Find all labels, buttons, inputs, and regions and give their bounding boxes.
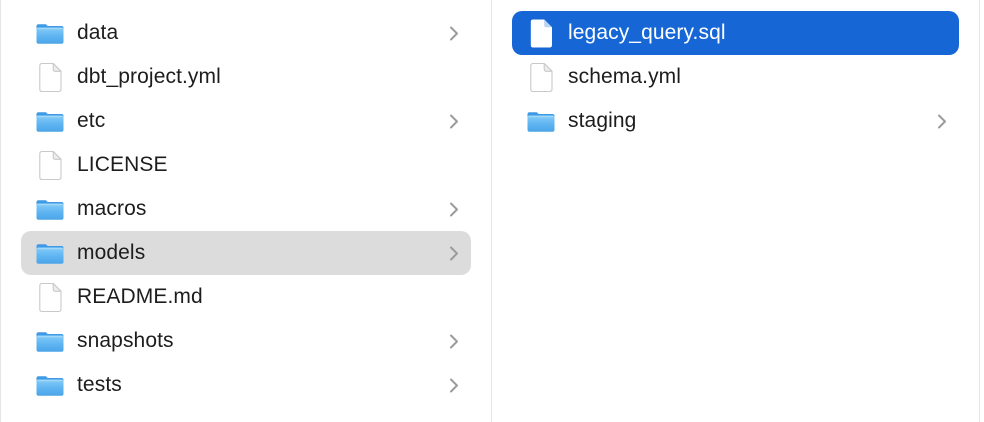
item-chevron-slot: [449, 201, 459, 218]
item-chevron-slot: [449, 113, 459, 130]
item-icon-slot: [35, 150, 65, 181]
chevron-right-icon: [450, 334, 458, 348]
item-chevron-slot: [449, 245, 459, 262]
item-label: LICENSE: [77, 153, 168, 176]
folder-icon: [36, 243, 64, 264]
item-label: models: [77, 241, 146, 264]
folder-icon: [36, 375, 64, 396]
file-row-legacy_query.sql[interactable]: legacy_query.sql: [512, 11, 959, 55]
document-icon: [529, 62, 553, 92]
column-right[interactable]: legacy_query.sql schema.yml staging: [492, 0, 980, 422]
item-label: dbt_project.yml: [77, 65, 221, 88]
folder-icon: [36, 331, 64, 352]
item-icon-slot: [35, 62, 65, 93]
item-label: etc: [77, 109, 106, 132]
folder-icon: [36, 111, 64, 132]
item-label: macros: [77, 197, 147, 220]
chevron-right-icon: [450, 246, 458, 260]
item-icon-slot: [35, 109, 65, 134]
document-icon: [38, 150, 62, 180]
file-row-dbt_project.yml[interactable]: dbt_project.yml: [21, 55, 471, 99]
item-label: schema.yml: [568, 65, 682, 88]
item-chevron-slot: [449, 333, 459, 350]
item-chevron-slot: [937, 113, 947, 130]
item-label: snapshots: [77, 329, 174, 352]
item-label: tests: [77, 373, 122, 396]
folder-row-models[interactable]: models: [21, 231, 471, 275]
file-row-LICENSE[interactable]: LICENSE: [21, 143, 471, 187]
item-chevron-slot: [449, 25, 459, 42]
item-icon-slot: [35, 241, 65, 266]
item-icon-slot: [35, 282, 65, 313]
item-label: staging: [568, 109, 637, 132]
folder-row-snapshots[interactable]: snapshots: [21, 319, 471, 363]
item-icon-slot: [526, 62, 556, 93]
chevron-right-icon: [450, 26, 458, 40]
item-chevron-slot: [449, 377, 459, 394]
column-left[interactable]: data dbt_project.yml etc LICENSE macros: [0, 0, 492, 422]
chevron-right-icon: [450, 202, 458, 216]
document-icon: [38, 282, 62, 312]
item-icon-slot: [35, 373, 65, 398]
next-column-edge: [980, 0, 984, 422]
folder-icon: [36, 199, 64, 220]
item-icon-slot: [35, 329, 65, 354]
folder-icon: [36, 23, 64, 44]
folder-row-staging[interactable]: staging: [512, 99, 959, 143]
folder-row-etc[interactable]: etc: [21, 99, 471, 143]
folder-row-macros[interactable]: macros: [21, 187, 471, 231]
item-icon-slot: [35, 197, 65, 222]
chevron-right-icon: [450, 378, 458, 392]
item-label: legacy_query.sql: [568, 21, 726, 44]
item-label: README.md: [77, 285, 203, 308]
folder-row-tests[interactable]: tests: [21, 363, 471, 407]
item-icon-slot: [35, 21, 65, 46]
file-row-README.md[interactable]: README.md: [21, 275, 471, 319]
item-icon-slot: [526, 109, 556, 134]
folder-row-data[interactable]: data: [21, 11, 471, 55]
file-row-schema.yml[interactable]: schema.yml: [512, 55, 959, 99]
folder-icon: [527, 111, 555, 132]
item-icon-slot: [526, 18, 556, 49]
item-label: data: [77, 21, 119, 44]
document-icon: [38, 62, 62, 92]
chevron-right-icon: [938, 114, 946, 128]
document-icon: [530, 19, 552, 47]
chevron-right-icon: [450, 114, 458, 128]
